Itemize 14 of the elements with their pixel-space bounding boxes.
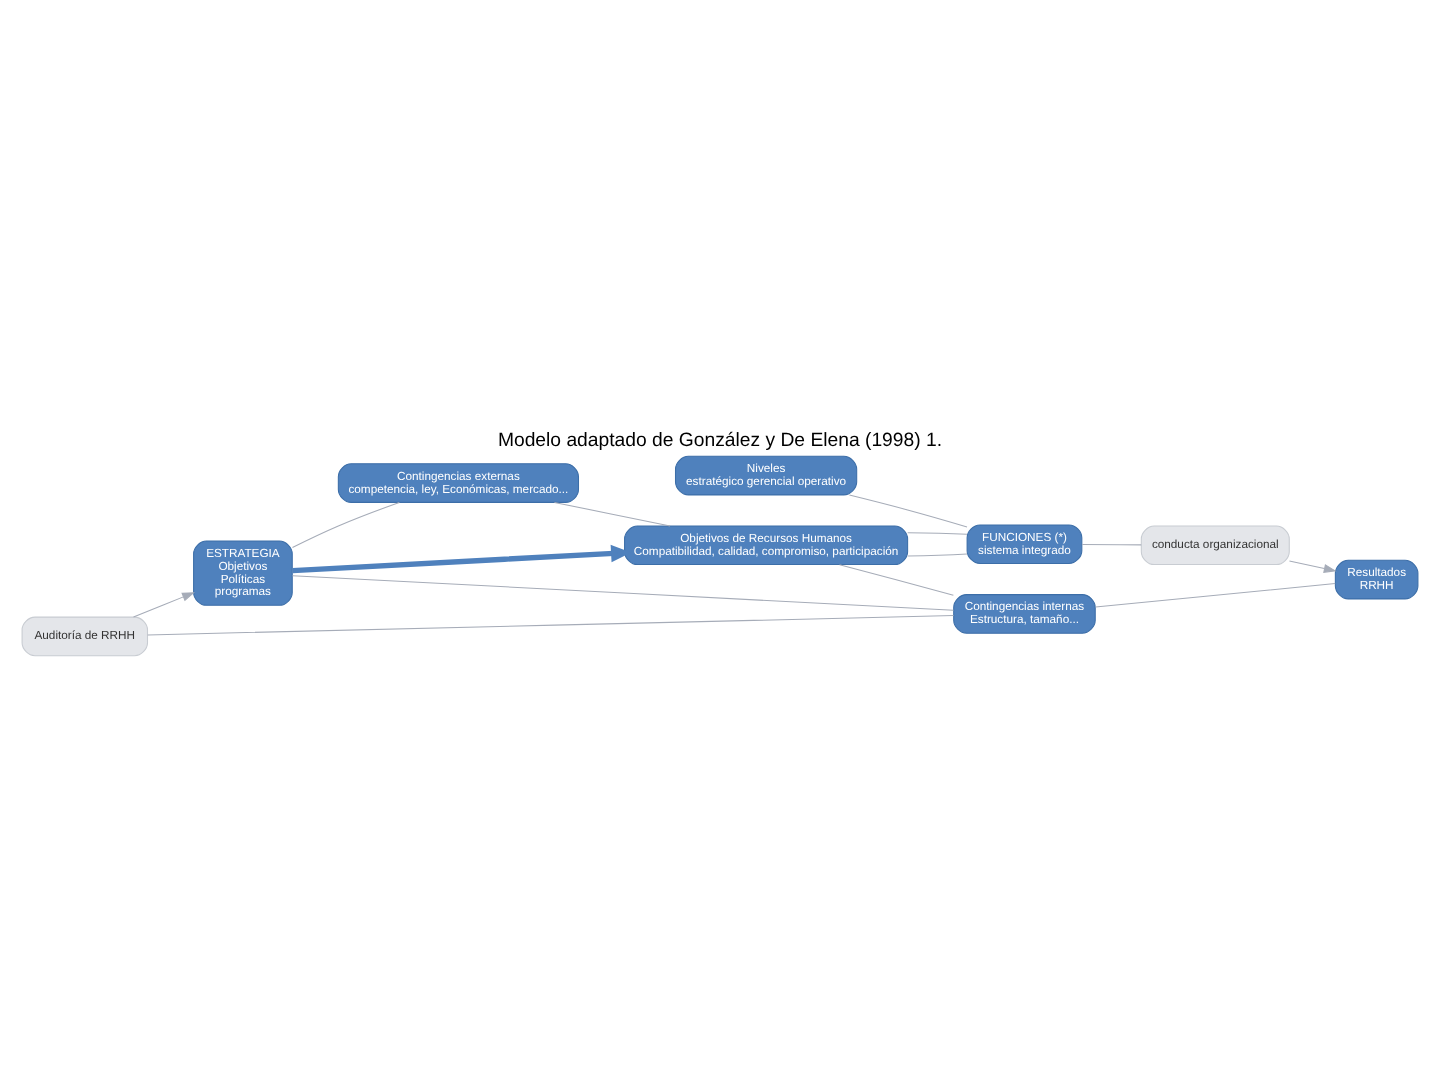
connector (848, 493, 968, 527)
connector (839, 563, 954, 595)
connector (147, 614, 955, 635)
diagram-title: Modelo adaptado de González y De Elena (1998) 1. (497, 429, 943, 452)
connector (907, 552, 968, 556)
arrow (292, 543, 632, 573)
connector (1095, 582, 1336, 607)
connector (291, 500, 400, 548)
connector (291, 574, 954, 610)
connector (1081, 543, 1142, 545)
connector (907, 531, 968, 534)
arrow (1288, 559, 1337, 572)
arrow (133, 591, 195, 617)
connector (553, 500, 671, 526)
